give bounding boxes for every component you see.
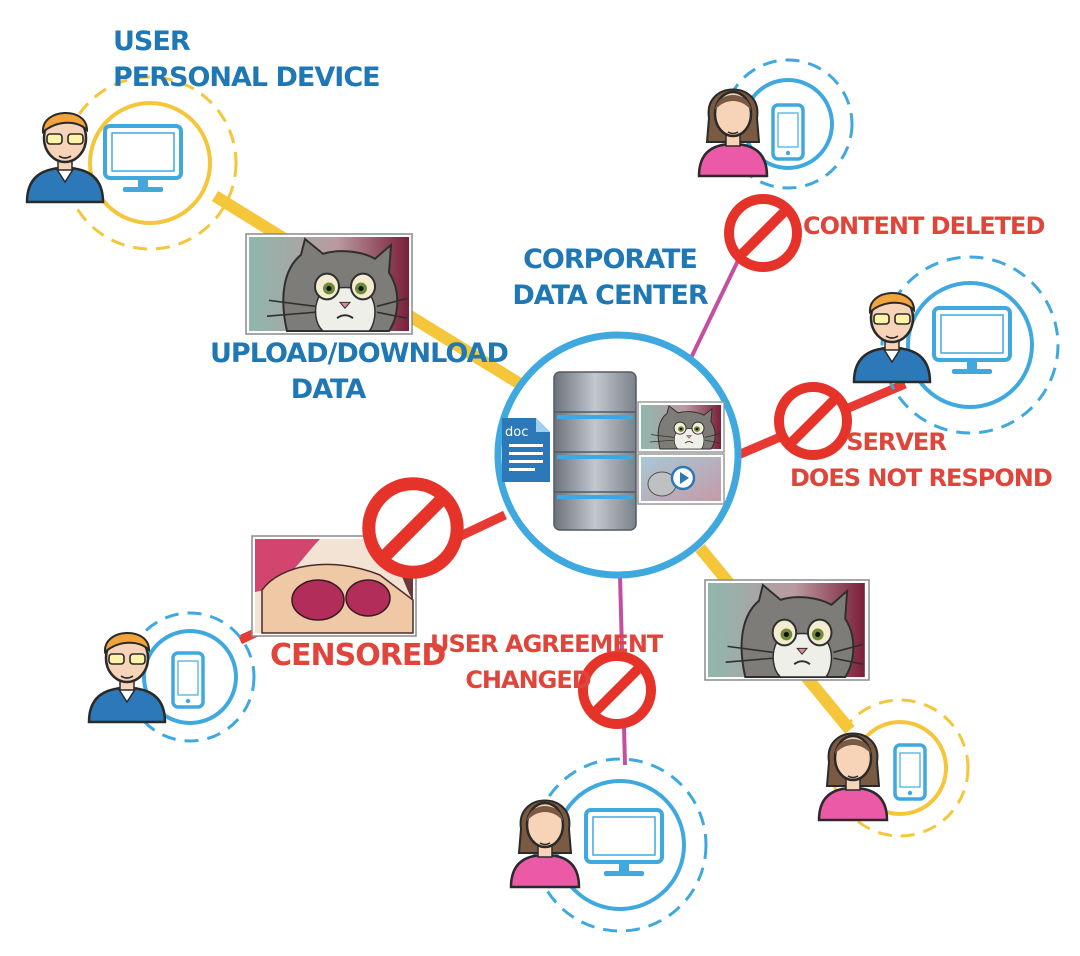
user-label-line1: USER (113, 26, 191, 57)
agreement-line2: CHANGED (465, 666, 591, 694)
data-center-label: CORPORATE DATA CENTER (510, 242, 710, 314)
data-center-node (494, 331, 742, 579)
no-entry-icon-content-deleted (729, 199, 797, 267)
user-personal-device-label: USER PERSONAL DEVICE (113, 24, 381, 96)
upload-line2: DATA (290, 374, 366, 405)
smartphone-icon (893, 743, 927, 801)
man-monitor-node-right (852, 255, 1060, 435)
woman-phone-node-top (697, 58, 854, 190)
upload-download-label: UPLOAD/DOWNLOAD DATA (210, 336, 509, 408)
data-center-line1: CORPORATE (523, 244, 698, 275)
censored-label: CENSORED (270, 638, 446, 673)
no-entry-icon-censored (362, 477, 464, 579)
small-cat-photo-icon (637, 401, 725, 453)
agreement-line1: USER AGREEMENT (430, 630, 663, 658)
censored-image (251, 535, 417, 637)
woman-phone-node-bottom-right (817, 698, 970, 838)
document-icon (502, 418, 550, 482)
data-center-line2: DATA CENTER (512, 280, 708, 311)
cat-photo-bottom-right (704, 579, 870, 681)
smartphone-icon (171, 651, 205, 709)
video-thumbnail-icon (637, 453, 725, 505)
user-label-line2: PERSONAL DEVICE (113, 62, 381, 93)
cat-photo-upload (245, 233, 413, 335)
user-personal-device-node (25, 75, 238, 251)
smartphone-icon (771, 103, 805, 161)
server-line2: DOES NOT RESPOND (790, 464, 1053, 492)
user-agreement-label: USER AGREEMENT CHANGED (430, 626, 663, 698)
man-phone-node-bottom-left (87, 611, 256, 743)
server-no-response-label: SERVER DOES NOT RESPOND (790, 424, 1053, 496)
play-icon (670, 465, 696, 491)
upload-line1: UPLOAD/DOWNLOAD (210, 338, 509, 369)
server-line1: SERVER (846, 428, 947, 456)
content-deleted-label: CONTENT DELETED (803, 212, 1045, 240)
woman-monitor-node-bottom (509, 757, 708, 933)
server-rack-icon (553, 371, 637, 531)
doc-label: doc (505, 425, 528, 440)
